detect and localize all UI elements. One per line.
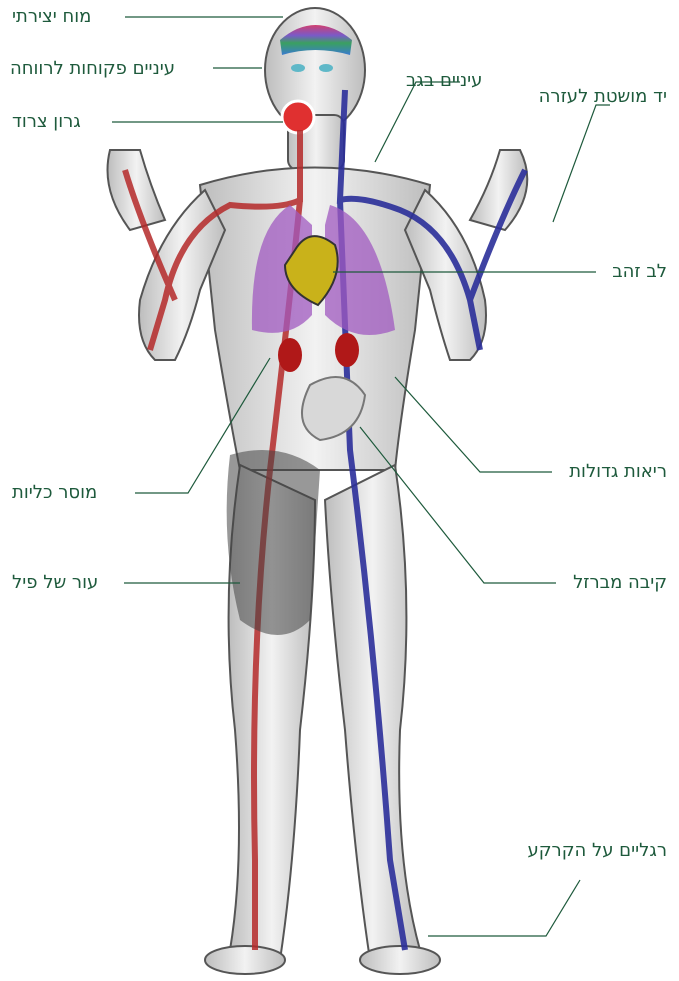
label-eyes-open: עיניים פקוחות לרווחה: [10, 58, 175, 80]
label-skin: עור של פיל: [12, 572, 98, 594]
leader-line-hand: [553, 105, 610, 222]
leader-line-eyes-back: [375, 82, 460, 162]
label-throat: גרון צרוד: [12, 111, 81, 133]
label-brain: מוח יצירתי: [12, 6, 91, 28]
label-hand: יד מושטת לעזרה: [539, 86, 667, 108]
leader-line-stomach: [360, 427, 556, 583]
leader-line-lungs: [395, 377, 552, 472]
label-lungs: ריאות גדולות: [569, 461, 667, 483]
label-legs: רגליים על הקרקע: [528, 840, 667, 862]
label-heart: לב זהב: [612, 261, 667, 283]
label-stomach: קיבה מברזל: [573, 572, 667, 594]
leader-line-kidneys: [135, 358, 270, 493]
leader-line-legs: [428, 880, 580, 936]
label-eyes-back: עיניים בגב: [406, 70, 482, 92]
label-kidneys: מוסר כליות: [12, 482, 97, 504]
